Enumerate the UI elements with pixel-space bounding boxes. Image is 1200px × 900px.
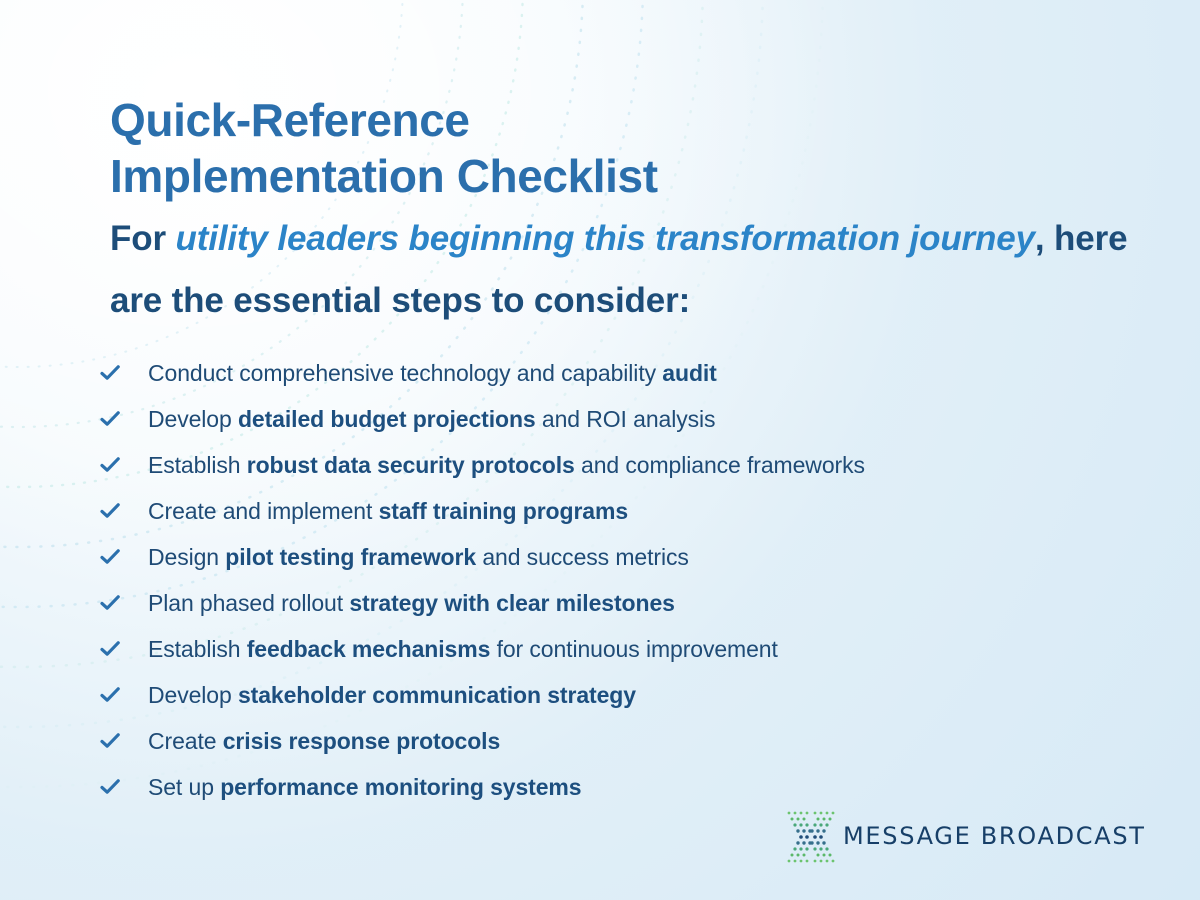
checklist-item: Design pilot testing framework and succe… <box>100 534 1130 580</box>
checklist-item-bold: stakeholder communication strategy <box>237 682 636 708</box>
checklist-item-before: Create <box>148 728 223 754</box>
intro-text: For utility leaders beginning this trans… <box>110 208 1130 332</box>
message-broadcast-logo-icon <box>787 811 835 863</box>
checklist-item: Develop detailed budget projections and … <box>100 396 1130 442</box>
checklist-item-text: Establish robust data security protocols… <box>148 451 865 479</box>
checklist-item-bold: pilot testing framework <box>225 544 477 570</box>
checklist-item-before: Set up <box>148 774 221 800</box>
intro-prefix: For <box>110 219 176 258</box>
checklist-item-before: Conduct comprehensive technology and cap… <box>148 360 663 386</box>
checklist-item-before: Create and implement <box>148 498 379 524</box>
checklist-item: Plan phased rollout strategy with clear … <box>100 580 1130 626</box>
checklist-item: Establish robust data security protocols… <box>100 442 1130 488</box>
title-line-1: Quick-Reference <box>110 94 470 146</box>
message-broadcast-brand: MESSAGE BROADCAST <box>787 808 1146 864</box>
brand-name: MESSAGE BROADCAST <box>843 822 1146 850</box>
checklist-item-before: Establish <box>148 452 247 478</box>
intro-accent: utility leaders beginning this transform… <box>175 219 1036 258</box>
checklist-item-before: Design <box>148 544 226 570</box>
checklist-item-bold: performance monitoring systems <box>220 774 582 800</box>
checklist-item-before: Establish <box>148 636 247 662</box>
checklist-item-after: for continuous improvement <box>490 636 778 662</box>
checklist-item: Establish feedback mechanisms for contin… <box>100 626 1130 672</box>
checklist-item-text: Develop detailed budget projections and … <box>148 405 716 433</box>
check-icon <box>100 733 120 748</box>
check-icon <box>100 411 120 426</box>
checklist-item: Create and implement staff training prog… <box>100 488 1130 534</box>
checklist-item-bold: feedback mechanisms <box>246 636 491 662</box>
check-icon <box>100 549 120 564</box>
checklist-item-after: and compliance frameworks <box>574 452 865 478</box>
checklist-item-text: Plan phased rollout strategy with clear … <box>148 589 675 617</box>
checklist-item-bold: audit <box>662 360 717 386</box>
checklist-item-after: and success metrics <box>476 544 689 570</box>
checklist-item-after: and ROI analysis <box>535 406 716 432</box>
page-title: Quick-Reference Implementation Checklist <box>110 92 1130 204</box>
title-line-2: Implementation Checklist <box>110 150 658 202</box>
checklist-item-before: Develop <box>148 682 238 708</box>
checklist-item-before: Plan phased rollout <box>148 590 350 616</box>
checklist-item-text: Design pilot testing framework and succe… <box>148 543 689 571</box>
checklist-item: Create crisis response protocols <box>100 718 1130 764</box>
checklist-item-before: Develop <box>148 406 238 432</box>
check-icon <box>100 687 120 702</box>
checklist-item-bold: strategy with clear milestones <box>349 590 675 616</box>
checklist-item-text: Create crisis response protocols <box>148 727 500 755</box>
checklist-item-bold: crisis response protocols <box>222 728 501 754</box>
check-icon <box>100 365 120 380</box>
checklist-item: Set up performance monitoring systems <box>100 764 1130 810</box>
checklist-item-bold: robust data security protocols <box>246 452 575 478</box>
implementation-checklist: Conduct comprehensive technology and cap… <box>100 350 1130 810</box>
check-icon <box>100 595 120 610</box>
checklist-item-bold: staff training programs <box>378 498 629 524</box>
checklist-item: Develop stakeholder communication strate… <box>100 672 1130 718</box>
checklist-item-bold: detailed budget projections <box>237 406 536 432</box>
check-icon <box>100 503 120 518</box>
check-icon <box>100 457 120 472</box>
intro-suffix: , here are the essential steps to consid… <box>110 219 1128 320</box>
checklist-card: Quick-Reference Implementation Checklist… <box>100 92 1130 810</box>
checklist-item-text: Create and implement staff training prog… <box>148 497 628 525</box>
checklist-item-text: Conduct comprehensive technology and cap… <box>148 359 717 387</box>
checklist-item-text: Establish feedback mechanisms for contin… <box>148 635 778 663</box>
check-icon <box>100 779 120 794</box>
check-icon <box>100 641 120 656</box>
checklist-item-text: Set up performance monitoring systems <box>148 773 582 801</box>
checklist-item-text: Develop stakeholder communication strate… <box>148 681 636 709</box>
checklist-item: Conduct comprehensive technology and cap… <box>100 350 1130 396</box>
